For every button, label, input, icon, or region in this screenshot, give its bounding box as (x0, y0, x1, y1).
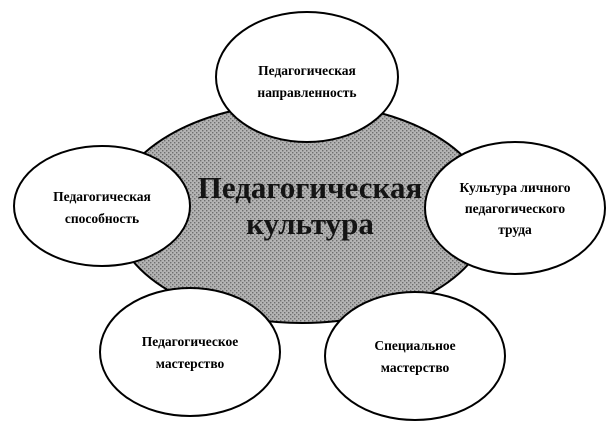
node-ellipse (424, 141, 606, 275)
node-ellipse (99, 287, 281, 417)
node-label-line: мастерство (381, 360, 450, 375)
node-label-line: педагогического (465, 201, 566, 216)
node-label-line: Специальное (374, 338, 455, 353)
node-culture-of-personal-work: Культура личного педагогического труда (424, 141, 606, 275)
node-label-line: способность (65, 211, 139, 226)
center-node: Педагогическая культура (113, 102, 491, 324)
node-label-line: Педагогическая (53, 189, 151, 204)
node-label-line: Педагогическое (142, 334, 238, 349)
node-special-mastery: Специальное мастерство (324, 291, 506, 421)
node-ellipse (215, 11, 399, 143)
node-ellipse (324, 291, 506, 421)
node-label-line: Культура личного (460, 180, 571, 195)
node-pedagogical-mastery: Педагогическое мастерство (99, 287, 281, 417)
node-ellipse (13, 145, 191, 267)
node-label-line: мастерство (156, 356, 225, 371)
node-pedagogical-ability: Педагогическая способность (13, 145, 191, 267)
node-label-line: направленность (257, 85, 356, 100)
node-label-line: труда (498, 222, 532, 237)
node-label-line: Педагогическая (258, 63, 356, 78)
center-subtitle: культура (246, 206, 374, 241)
center-title: Педагогическая (198, 170, 422, 205)
node-pedagogical-orientation: Педагогическая направленность (215, 11, 399, 143)
